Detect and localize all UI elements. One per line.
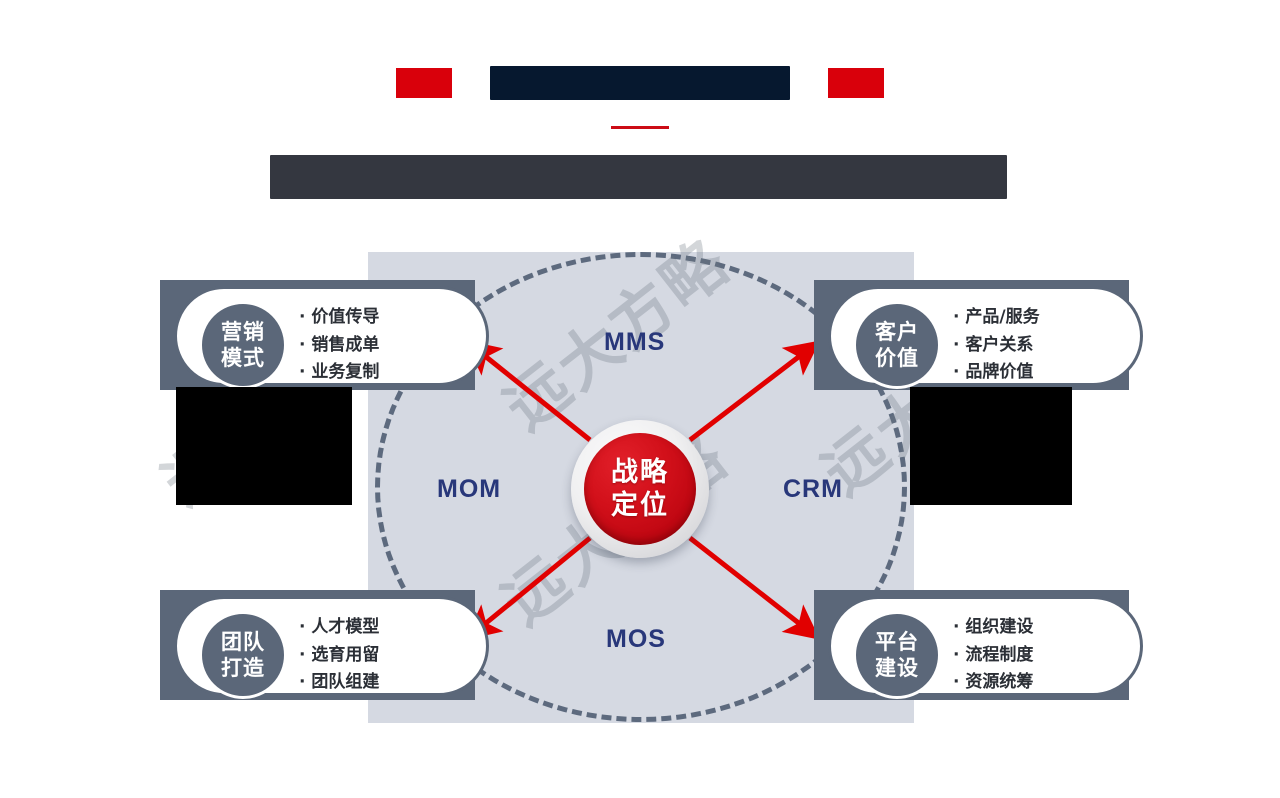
quadrant-label-mms: MMS bbox=[604, 328, 666, 356]
center-disc: 战略 定位 bbox=[584, 433, 696, 545]
list-item: 组织建设 bbox=[953, 614, 1143, 642]
dashed-circle-boundary bbox=[375, 252, 907, 722]
center-node[interactable]: 战略 定位 bbox=[571, 420, 709, 558]
list-item: 价值传导 bbox=[299, 304, 489, 332]
card-platform-construction[interactable]: 平台 建设 组织建设 流程制度 资源统筹 bbox=[814, 590, 1143, 700]
redaction-block-right bbox=[910, 387, 1072, 505]
list-item: 流程制度 bbox=[953, 642, 1143, 670]
card-badge-line1: 团队 bbox=[221, 630, 265, 654]
card-bullet-list: 组织建设 流程制度 资源统筹 bbox=[953, 614, 1143, 697]
card-badge-line2: 模式 bbox=[221, 346, 265, 370]
card-pill: 营销 模式 价值传导 销售成单 业务复制 bbox=[174, 286, 489, 389]
list-item: 选育用留 bbox=[299, 642, 489, 670]
card-marketing-mode[interactable]: 营销 模式 价值传导 销售成单 业务复制 bbox=[160, 280, 489, 390]
page-title bbox=[0, 66, 1280, 100]
card-team-building[interactable]: 团队 打造 人才模型 选育用留 团队组建 bbox=[160, 590, 489, 700]
card-badge-line1: 客户 bbox=[875, 320, 919, 344]
card-badge-line2: 价值 bbox=[875, 346, 919, 370]
list-item: 销售成单 bbox=[299, 332, 489, 360]
card-badge-line1: 平台 bbox=[875, 630, 919, 654]
card-badge-line2: 建设 bbox=[875, 656, 919, 680]
list-item: 品牌价值 bbox=[953, 359, 1143, 387]
quadrant-label-crm: CRM bbox=[783, 475, 843, 503]
card-pill: 团队 打造 人才模型 选育用留 团队组建 bbox=[174, 596, 489, 699]
title-divider-rule bbox=[611, 126, 669, 129]
card-badge: 平台 建设 bbox=[853, 611, 941, 699]
center-label-line1: 战略 bbox=[611, 457, 669, 488]
redaction-block-left bbox=[176, 387, 352, 505]
list-item: 人才模型 bbox=[299, 614, 489, 642]
card-bullet-list: 价值传导 销售成单 业务复制 bbox=[299, 304, 489, 387]
title-chip-right bbox=[828, 68, 884, 98]
list-item: 资源统筹 bbox=[953, 669, 1143, 697]
quadrant-label-mom: MOM bbox=[437, 475, 502, 503]
title-chip-left bbox=[396, 68, 452, 98]
card-pill: 客户 价值 产品/服务 客户关系 品牌价值 bbox=[828, 286, 1143, 389]
center-label-line2: 定位 bbox=[611, 490, 669, 521]
title-redaction-bar bbox=[490, 66, 790, 100]
list-item: 业务复制 bbox=[299, 359, 489, 387]
card-badge: 营销 模式 bbox=[199, 301, 287, 389]
list-item: 产品/服务 bbox=[953, 304, 1143, 332]
list-item: 客户关系 bbox=[953, 332, 1143, 360]
list-item: 团队组建 bbox=[299, 669, 489, 697]
card-badge-line2: 打造 bbox=[221, 656, 265, 680]
card-badge-line1: 营销 bbox=[221, 320, 265, 344]
card-customer-value[interactable]: 客户 价值 产品/服务 客户关系 品牌价值 bbox=[814, 280, 1143, 390]
card-bullet-list: 产品/服务 客户关系 品牌价值 bbox=[953, 304, 1143, 387]
card-badge: 客户 价值 bbox=[853, 301, 941, 389]
card-bullet-list: 人才模型 选育用留 团队组建 bbox=[299, 614, 489, 697]
subtitle-redaction-bar bbox=[270, 155, 1007, 199]
card-badge: 团队 打造 bbox=[199, 611, 287, 699]
card-pill: 平台 建设 组织建设 流程制度 资源统筹 bbox=[828, 596, 1143, 699]
quadrant-label-mos: MOS bbox=[606, 625, 666, 653]
